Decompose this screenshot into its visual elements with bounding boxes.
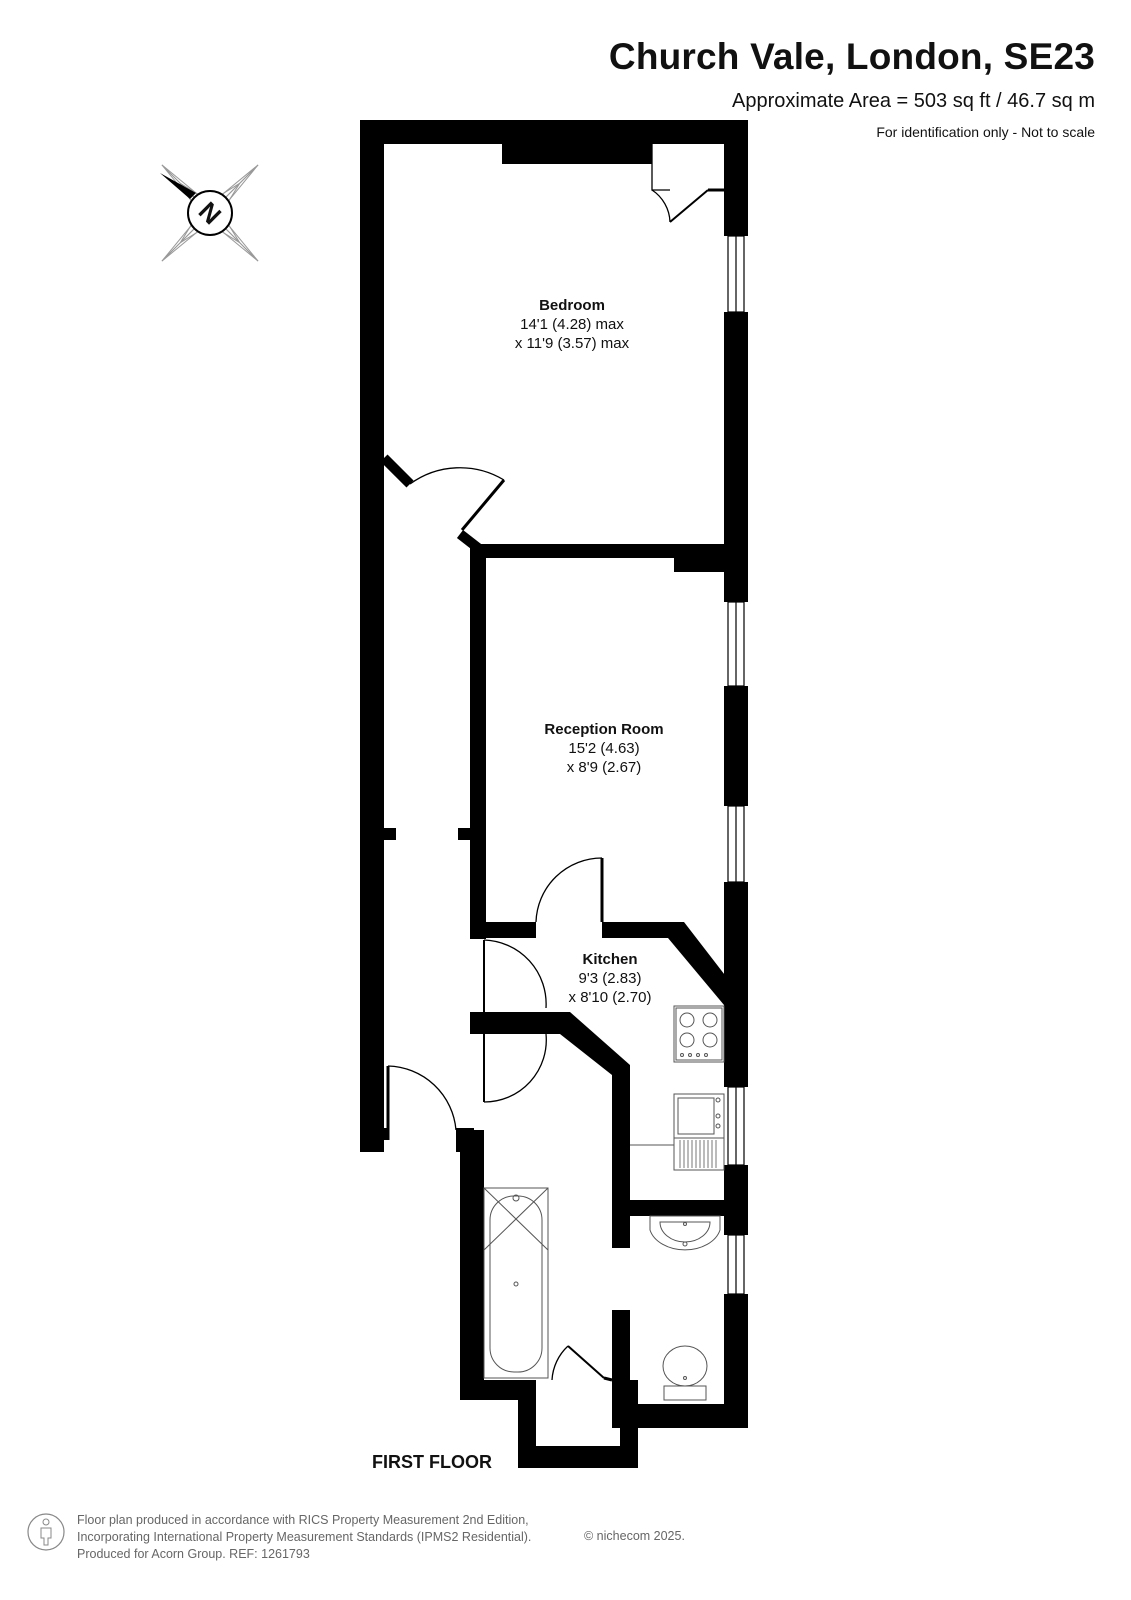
room-label-reception: Reception Room 15'2 (4.63) x 8'9 (2.67) (504, 720, 704, 777)
copyright: © nichecom 2025. (584, 1529, 685, 1543)
room-dimension: 14'1 (4.28) max (520, 316, 624, 333)
hob-icon (675, 1007, 723, 1061)
area-summary: Approximate Area = 503 sq ft / 46.7 sq m (732, 90, 1095, 112)
kitchen-fixtures (630, 1005, 725, 1171)
footer-line: Floor plan produced in accordance with R… (77, 1513, 529, 1527)
drainer-icon (673, 1137, 725, 1171)
footer-line: Incorporating International Property Mea… (77, 1530, 532, 1544)
bath-icon (483, 1187, 549, 1379)
room-dimension: 15'2 (4.63) (568, 740, 640, 757)
room-name: Bedroom (539, 297, 605, 314)
person-info-icon (27, 1513, 65, 1551)
toilet-icon (663, 1385, 707, 1401)
drainer-lines (679, 1140, 717, 1168)
doors (380, 144, 724, 1382)
basin-icon (649, 1215, 721, 1251)
room-name: Kitchen (582, 951, 638, 968)
room-dimension: x 8'10 (2.70) (568, 989, 652, 1006)
room-label-kitchen: Kitchen 9'3 (2.83) x 8'10 (2.70) (540, 950, 680, 1007)
disclaimer: For identification only - Not to scale (876, 124, 1095, 140)
room-dimension: 9'3 (2.83) (578, 970, 642, 987)
floor-label: FIRST FLOOR (372, 1452, 492, 1472)
room-label-bedroom: Bedroom 14'1 (4.28) max x 11'9 (3.57) ma… (472, 296, 672, 353)
bathroom-fixtures (483, 1187, 721, 1401)
page-title: Church Vale, London, SE23 (608, 36, 1095, 77)
walls (360, 120, 748, 1468)
footer-line: Produced for Acorn Group. REF: 1261793 (77, 1547, 310, 1561)
room-dimension: x 8'9 (2.67) (566, 759, 642, 776)
windows (727, 235, 745, 1295)
footer-notes: Floor plan produced in accordance with R… (77, 1512, 531, 1563)
room-dimension: x 11'9 (3.57) max (514, 335, 630, 352)
room-name: Reception Room (544, 721, 664, 738)
compass-icon (160, 164, 259, 262)
